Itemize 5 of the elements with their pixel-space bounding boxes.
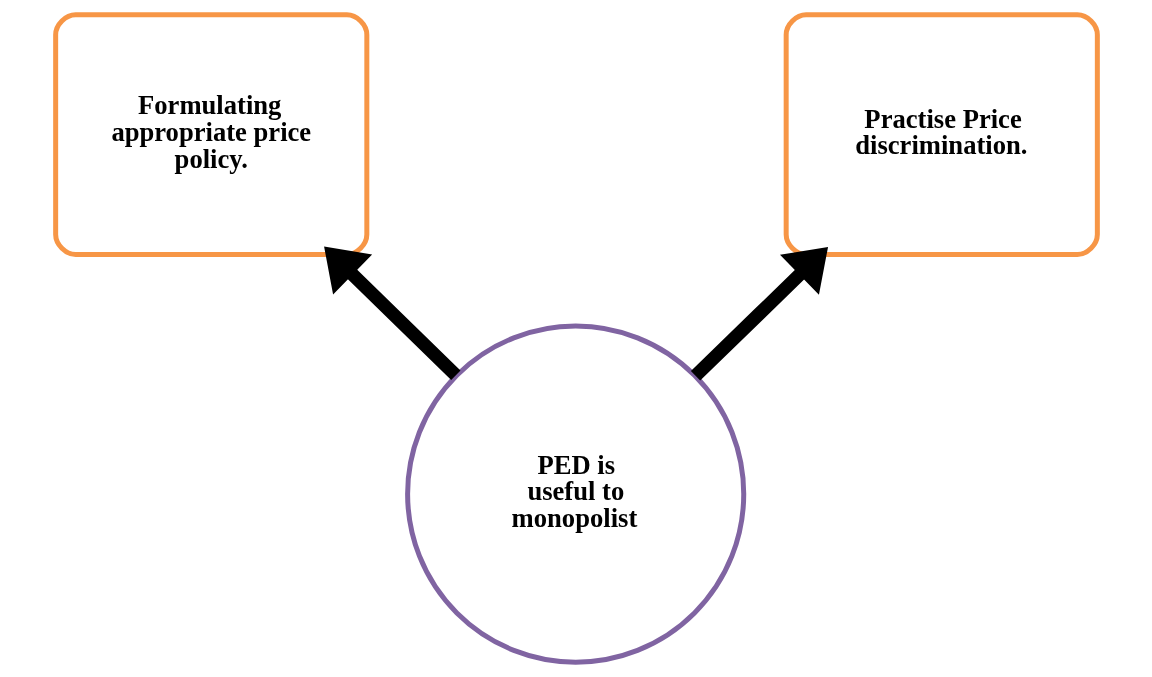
node-box: Practise Price discrimination. xyxy=(783,12,1100,257)
node-circle: PED is useful to monopolist xyxy=(404,323,746,665)
arrow xyxy=(323,246,460,381)
node-box: Formulating appropriate price policy. xyxy=(52,12,369,257)
arrow xyxy=(690,246,828,381)
